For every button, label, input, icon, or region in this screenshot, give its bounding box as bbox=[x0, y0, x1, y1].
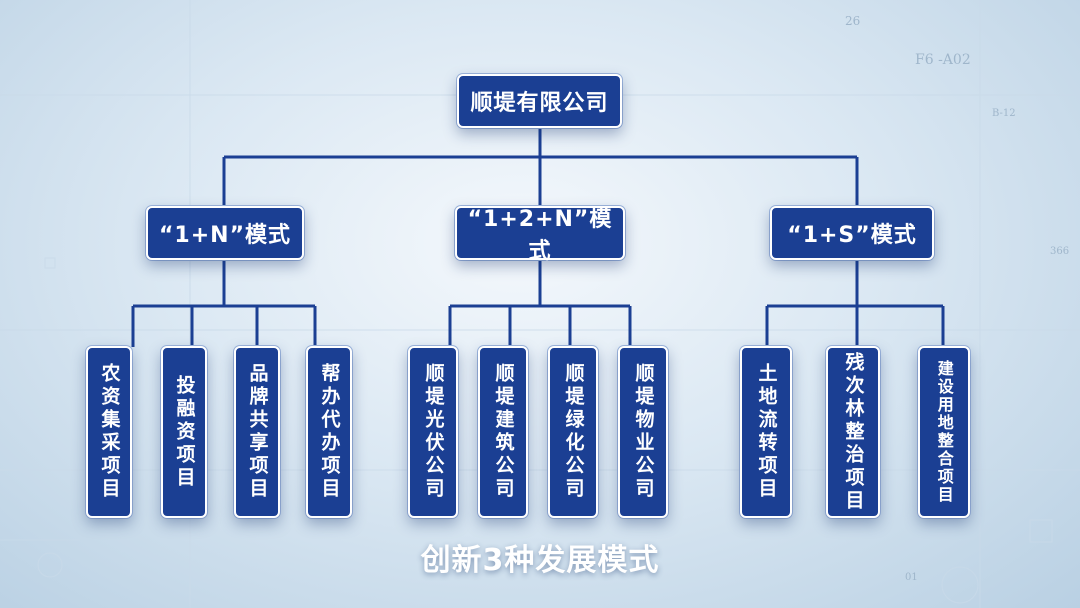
mode-2-node: “1+2+N”模式 bbox=[455, 206, 625, 264]
item-node: 投融资项目 bbox=[161, 346, 207, 518]
item-node: 残次林整治项目 bbox=[826, 346, 880, 518]
decor-number: 366 bbox=[1050, 246, 1070, 257]
decor-number: B-12 bbox=[992, 108, 1016, 119]
decor-number: 01 bbox=[905, 572, 918, 583]
item-node: 顺堤绿化公司 bbox=[548, 346, 598, 518]
decor-number: 26 bbox=[845, 14, 861, 28]
mode-1-node: “1+N”模式 bbox=[146, 206, 304, 260]
caption: 创新3种发展模式 bbox=[420, 543, 660, 578]
decor-code: F6 -A02 bbox=[915, 52, 971, 68]
item-node: 帮办代办项目 bbox=[306, 346, 352, 518]
item-node: 农资集采项目 bbox=[86, 346, 132, 518]
item-node: 顺堤光伏公司 bbox=[408, 346, 458, 518]
item-node: 品牌共享项目 bbox=[234, 346, 280, 518]
root-node: 顺堤有限公司 bbox=[457, 74, 622, 128]
item-node: 顺堤物业公司 bbox=[618, 346, 668, 518]
item-node: 顺堤建筑公司 bbox=[478, 346, 528, 518]
item-node: 建设用地整合项目 bbox=[918, 346, 970, 518]
item-node: 土地流转项目 bbox=[740, 346, 792, 518]
mode-3-node: “1+S”模式 bbox=[770, 206, 934, 260]
